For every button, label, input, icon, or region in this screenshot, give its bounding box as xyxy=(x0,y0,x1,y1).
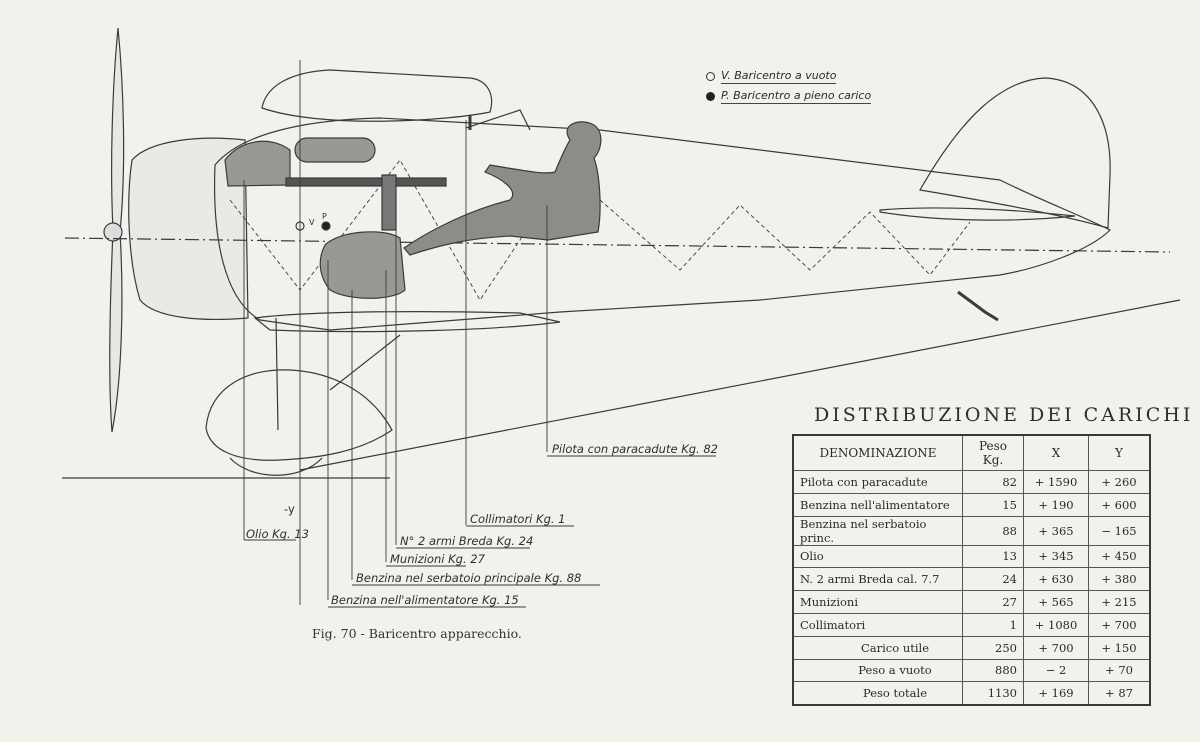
summary-name: Peso totale xyxy=(792,681,963,706)
row-y: + 380 xyxy=(1088,567,1151,592)
callout-benzina-principale: Benzina nel serbatoio principale Kg. 88 xyxy=(356,571,582,585)
callout-armi: N° 2 armi Breda Kg. 24 xyxy=(400,534,534,548)
cg-loaded-marker xyxy=(321,221,331,231)
row-y: + 260 xyxy=(1088,470,1151,494)
legend: V. Baricentro a vuoto P. Baricentro a pi… xyxy=(706,66,872,106)
v-marker-label: V xyxy=(309,218,315,227)
row-y: + 215 xyxy=(1088,590,1151,614)
row-x: + 565 xyxy=(1023,590,1089,614)
main-tank xyxy=(319,231,406,299)
header-y: Y xyxy=(1088,434,1151,471)
summary-weight: 250 xyxy=(962,635,1024,660)
lower-wing xyxy=(253,311,561,333)
summary-y: + 150 xyxy=(1088,635,1151,660)
row-weight: 15 xyxy=(962,492,1024,517)
row-weight: 24 xyxy=(962,567,1024,592)
row-x: + 1080 xyxy=(1023,612,1089,637)
summary-x: − 2 xyxy=(1023,658,1089,683)
oil-tank xyxy=(224,140,291,187)
row-x: + 630 xyxy=(1023,567,1089,592)
p-marker-label: P xyxy=(322,212,327,221)
summary-row: Carico utile 250 + 700 + 150 xyxy=(792,635,1151,660)
callout-olio: Olio Kg. 13 xyxy=(246,527,309,541)
wheel xyxy=(229,457,323,476)
table-header-row: DENOMINAZIONE Peso Kg. X Y xyxy=(792,434,1151,471)
cg-empty-marker xyxy=(295,221,305,231)
row-y: + 450 xyxy=(1088,544,1151,569)
row-name: Olio xyxy=(792,544,963,569)
summary-row: Peso totale 1130 + 169 + 87 xyxy=(792,681,1151,706)
loads-table: DENOMINAZIONE Peso Kg. X Y Pilota con pa… xyxy=(792,434,1151,707)
fuselage xyxy=(214,117,1112,331)
row-y: + 600 xyxy=(1088,492,1151,517)
summary-row: Peso a vuoto 880 − 2 + 70 xyxy=(792,658,1151,683)
summary-weight: 880 xyxy=(962,658,1024,683)
legend-item-empty: V. Baricentro a vuoto xyxy=(706,66,871,86)
row-x: + 345 xyxy=(1023,544,1089,569)
summary-name: Carico utile xyxy=(792,635,963,660)
filled-circle-icon xyxy=(706,91,715,101)
table-row: Olio 13 + 345 + 450 xyxy=(792,544,1151,569)
legend-loaded-text: P. Baricentro a pieno carico xyxy=(721,88,872,104)
row-name: N. 2 armi Breda cal. 7.7 xyxy=(792,567,963,592)
minus-y-label: -y xyxy=(284,502,295,516)
row-weight: 13 xyxy=(962,544,1024,569)
table-row: N. 2 armi Breda cal. 7.7 24 + 630 + 380 xyxy=(792,567,1151,592)
upper-wing xyxy=(261,69,493,122)
machine-guns xyxy=(285,177,447,187)
figure-caption: Fig. 70 - Baricentro apparecchio. xyxy=(312,626,522,641)
row-name: Benzina nel serbatoio princ. xyxy=(792,515,963,546)
open-circle-icon xyxy=(706,71,715,81)
callout-pilota: Pilota con paracadute Kg. 82 xyxy=(552,442,718,456)
row-x: + 365 xyxy=(1023,515,1089,546)
table-title: DISTRIBUZIONE DEI CARICHI xyxy=(814,404,1194,426)
table-row: Collimatori 1 + 1080 + 700 xyxy=(792,612,1151,637)
row-name: Munizioni xyxy=(792,590,963,614)
table-row: Munizioni 27 + 565 + 215 xyxy=(792,590,1151,614)
row-x: + 1590 xyxy=(1023,470,1089,494)
callout-munizioni: Munizioni Kg. 27 xyxy=(390,552,485,566)
row-y: − 165 xyxy=(1088,515,1151,546)
legend-item-loaded: P. Baricentro a pieno carico xyxy=(706,86,872,106)
wheel-fairing xyxy=(205,369,393,461)
summary-name: Peso a vuoto xyxy=(792,658,963,683)
row-y: + 700 xyxy=(1088,612,1151,637)
row-weight: 82 xyxy=(962,470,1024,494)
header-denominazione: DENOMINAZIONE xyxy=(792,434,963,471)
pilot-figure xyxy=(403,121,602,256)
row-name: Benzina nell'alimentatore xyxy=(792,492,963,517)
legend-empty-text: V. Baricentro a vuoto xyxy=(721,68,837,84)
engine-cowling xyxy=(128,137,249,320)
summary-weight: 1130 xyxy=(962,681,1024,706)
summary-y: + 87 xyxy=(1088,681,1151,706)
row-name: Pilota con paracadute xyxy=(792,470,963,494)
callout-benzina-alimentatore: Benzina nell'alimentatore Kg. 15 xyxy=(331,593,519,607)
row-weight: 1 xyxy=(962,612,1024,637)
summary-x: + 169 xyxy=(1023,681,1089,706)
row-name: Collimatori xyxy=(792,612,963,637)
summary-x: + 700 xyxy=(1023,635,1089,660)
header-x: X xyxy=(1023,434,1089,471)
row-weight: 27 xyxy=(962,590,1024,614)
propeller-hub xyxy=(103,222,123,242)
table-row: Benzina nel serbatoio princ. 88 + 365 − … xyxy=(792,515,1151,546)
tailplane xyxy=(879,207,1076,221)
table-row: Benzina nell'alimentatore 15 + 190 + 600 xyxy=(792,492,1151,517)
summary-y: + 70 xyxy=(1088,658,1151,683)
row-weight: 88 xyxy=(962,515,1024,546)
table-row: Pilota con paracadute 82 + 1590 + 260 xyxy=(792,470,1151,494)
row-x: + 190 xyxy=(1023,492,1089,517)
feeder-tank xyxy=(294,137,376,163)
callout-collimatori: Collimatori Kg. 1 xyxy=(470,512,566,526)
header-peso: Peso Kg. xyxy=(962,434,1024,471)
tail-fin xyxy=(919,77,1111,229)
